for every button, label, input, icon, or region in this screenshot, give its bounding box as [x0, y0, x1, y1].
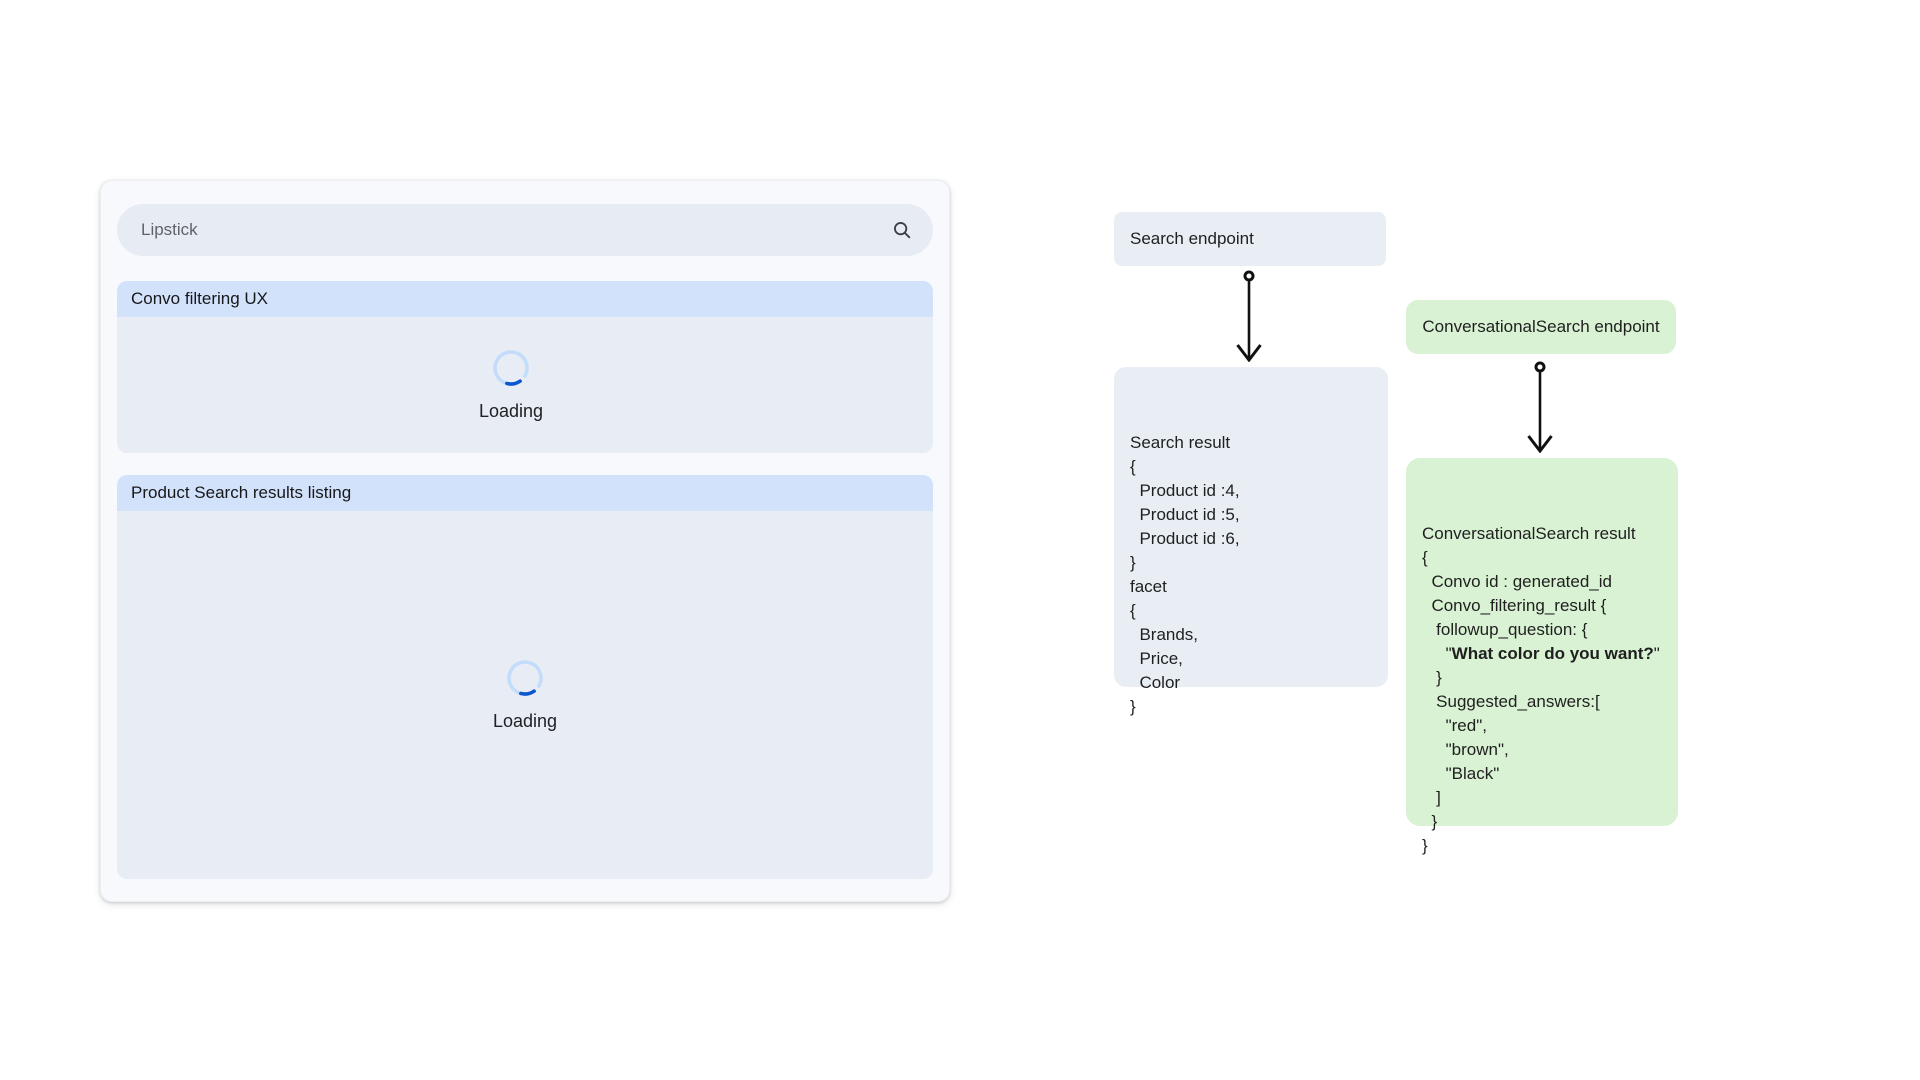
code-line: "Black" [1422, 764, 1500, 783]
arrow-down-icon [1236, 270, 1262, 362]
spinner-icon [493, 350, 529, 386]
loading-indicator: Loading [493, 658, 557, 732]
search-result-node: Search result { Product id :4, Product id… [1114, 367, 1388, 716]
code-line: Brands, [1130, 625, 1199, 644]
search-endpoint-node: Search endpoint [1114, 212, 1386, 266]
code-line: Product id :6, [1130, 529, 1240, 548]
code-line: } [1422, 668, 1442, 687]
arrow-down-icon [1527, 361, 1553, 453]
code-line: "brown", [1422, 740, 1509, 759]
code-line: facet [1130, 577, 1167, 596]
code-line: } [1422, 836, 1428, 855]
code-line: } [1130, 697, 1136, 716]
code-line: { [1130, 457, 1136, 476]
conversational-result-code: ConversationalSearch result { Convo id : … [1422, 522, 1662, 858]
code-line: Color [1130, 673, 1181, 692]
code-line: ConversationalSearch result [1422, 524, 1636, 543]
loading-label: Loading [492, 711, 558, 731]
search-endpoint-label: Search endpoint [1130, 229, 1254, 248]
code-line: Convo id : generated_id [1422, 572, 1612, 591]
conversational-endpoint-label: ConversationalSearch endpoint [1422, 317, 1660, 336]
search-input[interactable]: Lipstick [117, 204, 933, 256]
search-ui-card: Lipstick Convo filtering UX Loading [100, 180, 950, 902]
code-line: { [1422, 548, 1428, 567]
loading-label: Loading [478, 401, 544, 421]
search-icon[interactable] [891, 219, 913, 241]
section-header-convo-filtering: Convo filtering UX [117, 281, 933, 317]
code-line: } [1422, 812, 1438, 831]
code-line: } [1130, 553, 1136, 572]
section-header-product-results: Product Search results listing [117, 475, 933, 511]
code-line: { [1130, 601, 1136, 620]
code-line: ] [1422, 788, 1441, 807]
spinner-icon [507, 660, 543, 696]
code-line: "What color do you want?" [1422, 644, 1660, 663]
loading-indicator: Loading [479, 348, 543, 422]
code-line: Product id :4, [1130, 481, 1240, 500]
convo-filtering-body: Loading [117, 317, 933, 453]
code-line: Search result [1130, 433, 1231, 452]
code-line: followup_question: { [1422, 620, 1588, 639]
convo-filtering-section: Convo filtering UX Loading [117, 281, 933, 453]
search-result-code: Search result { Product id :4, Product id… [1130, 431, 1372, 719]
product-results-section: Product Search results listing Loading [117, 475, 933, 879]
code-line: Convo_filtering_result { [1422, 596, 1607, 615]
code-line: Suggested_answers:[ [1422, 692, 1600, 711]
code-line: Price, [1130, 649, 1183, 668]
code-line: "red", [1422, 716, 1487, 735]
product-results-body: Loading [117, 511, 933, 879]
conversational-endpoint-node: ConversationalSearch endpoint [1406, 300, 1676, 354]
section-title: Product Search results listing [131, 483, 352, 502]
search-query-text: Lipstick [141, 220, 198, 239]
conversational-result-node: ConversationalSearch result { Convo id : … [1406, 458, 1678, 855]
section-title: Convo filtering UX [131, 289, 269, 308]
code-line: Product id :5, [1130, 505, 1240, 524]
